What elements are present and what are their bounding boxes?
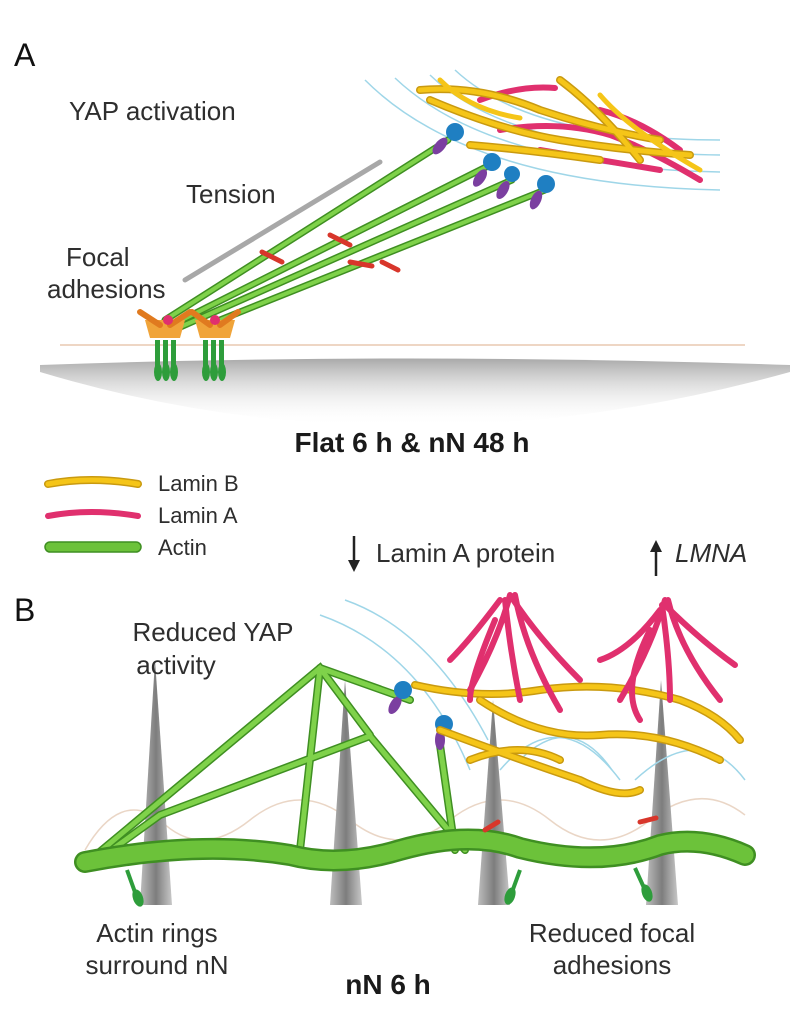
label-reduced-yap-2: activity bbox=[136, 650, 215, 680]
label-focal: Focal bbox=[66, 242, 130, 272]
linc-linkers-a bbox=[432, 123, 555, 210]
nucleus-envelope-arcs-b bbox=[319, 599, 746, 781]
focal-adhesion-complexes bbox=[137, 309, 241, 381]
focal-adhesion-left bbox=[137, 309, 193, 381]
label-reduced-yap-1: Reduced YAP bbox=[133, 617, 294, 647]
label-reduced-focal-1: Reduced focal bbox=[529, 918, 695, 948]
label-yap-activation: YAP activation bbox=[69, 96, 236, 126]
label-actin-rings-2: surround nN bbox=[85, 950, 228, 980]
legend-label-actin: Actin bbox=[158, 535, 207, 560]
label-lmna: LMNA bbox=[675, 538, 747, 568]
up-arrow-icon bbox=[650, 540, 662, 576]
label-actin-rings-1: Actin rings bbox=[96, 918, 217, 948]
reduced-focal-adhesions bbox=[125, 867, 653, 907]
label-reduced-focal-2: adhesions bbox=[553, 950, 672, 980]
legend-item-actin: Actin bbox=[44, 535, 207, 560]
legend: Lamin B Lamin A Actin bbox=[44, 471, 239, 560]
panel-a-letter: A bbox=[14, 37, 36, 73]
panel-b: B Lamin A protein LMNA bbox=[14, 536, 756, 1000]
label-lamin-a-protein: Lamin A protein bbox=[376, 538, 555, 568]
actin-crosslinkers-b bbox=[482, 815, 659, 833]
focal-adhesion-right bbox=[189, 309, 241, 381]
nanopillar-4 bbox=[646, 680, 678, 905]
legend-item-lamin-a: Lamin A bbox=[45, 503, 238, 528]
legend-label-lamin-b: Lamin B bbox=[158, 471, 239, 496]
actin-network-b bbox=[74, 662, 756, 873]
nanopillar-1 bbox=[140, 660, 172, 905]
label-tension: Tension bbox=[186, 179, 276, 209]
tension-arrow bbox=[182, 159, 383, 283]
legend-label-lamin-a: Lamin A bbox=[158, 503, 238, 528]
down-arrow-icon bbox=[348, 536, 360, 572]
actin-crosslinkers bbox=[259, 232, 401, 273]
label-adhesions: adhesions bbox=[47, 274, 166, 304]
substrate-shadow bbox=[40, 358, 790, 426]
nuclear-lamina-b bbox=[411, 592, 744, 798]
condition-label-a: Flat 6 h & nN 48 h bbox=[295, 427, 530, 458]
nuclear-lamina-a bbox=[416, 76, 703, 183]
panel-a: A bbox=[14, 37, 790, 458]
panel-b-letter: B bbox=[14, 592, 35, 628]
condition-label-b: nN 6 h bbox=[345, 969, 431, 1000]
legend-item-lamin-b: Lamin B bbox=[44, 471, 239, 496]
